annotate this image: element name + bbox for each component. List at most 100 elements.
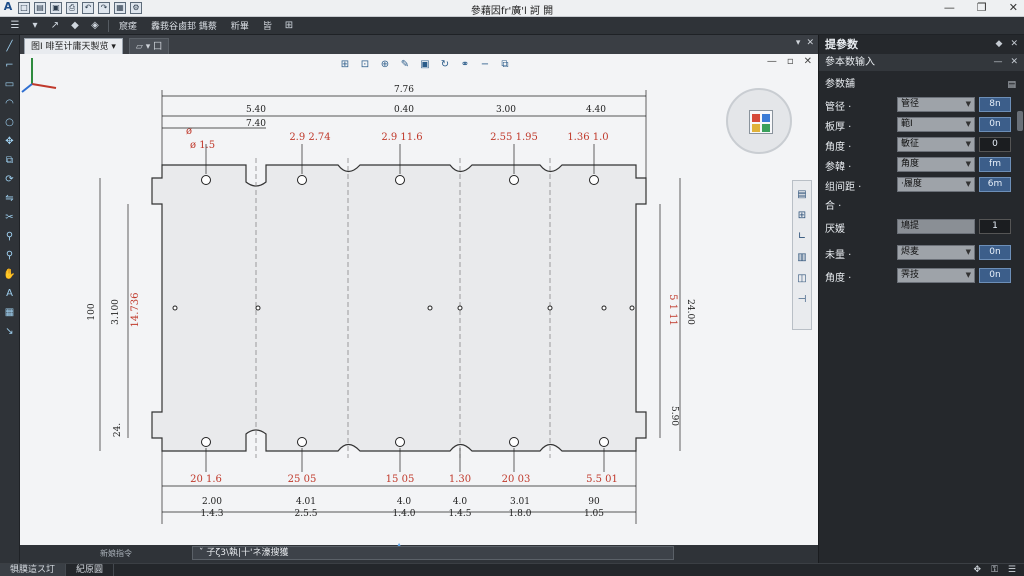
param-row: 管径 · 管径▼ 8n bbox=[819, 95, 1024, 115]
command-line-input[interactable]: ˇ 子ζ3\執|十'ネ濠搜獲 bbox=[192, 546, 674, 560]
table-tool-icon[interactable]: ▦ bbox=[4, 307, 15, 318]
arc-tool-icon[interactable]: ◠ bbox=[5, 98, 14, 109]
param-select[interactable]: 敏征▼ bbox=[897, 137, 975, 152]
drawing-canvas[interactable]: 7.76 5.40 0.40 3.00 4.40 7.40 ø ø 1.5 2.… bbox=[20, 54, 818, 545]
print-icon[interactable]: ⎙ bbox=[66, 2, 78, 14]
panel-scrollbar[interactable] bbox=[1017, 111, 1023, 131]
pan-view-icon[interactable]: ⊞ bbox=[340, 59, 350, 70]
nav-grid-icon[interactable]: ⊞ bbox=[797, 210, 807, 221]
layers-icon[interactable]: ▦ bbox=[114, 2, 126, 14]
maximize-icon[interactable]: ❐ bbox=[976, 1, 987, 14]
param-value[interactable]: fm bbox=[979, 157, 1011, 172]
nav-layers-icon[interactable]: ▥ bbox=[797, 252, 807, 263]
window-icon[interactable]: ⧉ bbox=[501, 59, 509, 70]
palette-icon[interactable]: ◆ bbox=[71, 19, 79, 31]
param-select[interactable]: 鳩提 bbox=[897, 219, 975, 234]
param-value[interactable]: 0n bbox=[979, 117, 1011, 132]
view-cube[interactable] bbox=[726, 88, 792, 154]
panel-pin-icon[interactable]: ◆ bbox=[995, 39, 1003, 49]
rectangle-tool-icon[interactable]: ▭ bbox=[4, 79, 15, 90]
trim-tool-icon[interactable]: ✂ bbox=[5, 212, 14, 223]
measure-tool-icon[interactable]: ↘ bbox=[5, 326, 14, 337]
minimize-icon[interactable]: — bbox=[943, 1, 955, 14]
param-label: 角度 · bbox=[825, 142, 852, 153]
redo-icon[interactable]: ↷ bbox=[98, 2, 110, 14]
panel-sub-minimize-icon[interactable]: — bbox=[993, 57, 1003, 67]
status-menu-icon[interactable]: ☰ bbox=[1007, 565, 1016, 575]
param-select[interactable]: 管径▼ bbox=[897, 97, 975, 112]
panel-sub-close-icon[interactable]: ✕ bbox=[1010, 57, 1018, 67]
param-value[interactable]: 6m bbox=[979, 177, 1011, 192]
polyline-tool-icon[interactable]: ⌐ bbox=[5, 60, 14, 71]
toolbar-item-1[interactable]: 䆣瘥 bbox=[119, 22, 138, 32]
zoom-tool-icon[interactable]: ⚲ bbox=[5, 231, 14, 242]
param-select[interactable]: 霁技▼ bbox=[897, 268, 975, 283]
param-select[interactable]: ·履度▼ bbox=[897, 177, 975, 192]
nav-snap-icon[interactable]: ◫ bbox=[797, 273, 807, 284]
save-icon[interactable]: ▣ bbox=[50, 2, 62, 14]
view-cube-face[interactable] bbox=[749, 110, 773, 134]
tab-drawing[interactable]: 图I 啡至计庸天製览 ▾ bbox=[24, 38, 123, 54]
param-select[interactable]: 烬麦▼ bbox=[897, 245, 975, 260]
open-file-icon[interactable]: ▤ bbox=[34, 2, 46, 14]
line-tool-icon[interactable]: ╱ bbox=[6, 41, 13, 52]
param-value[interactable]: 0 bbox=[979, 137, 1011, 152]
toolbar-item-3[interactable]: 䉼畢 bbox=[230, 22, 249, 32]
param-value[interactable]: 8n bbox=[979, 97, 1011, 112]
status-tab-layout[interactable]: 紀原圓 bbox=[66, 563, 115, 576]
status-bar: 犋膜這ス圢 紀原圓 ✥ ⚿ ☰ bbox=[0, 563, 1024, 576]
select-icon[interactable]: ▣ bbox=[420, 59, 430, 70]
orbit-icon[interactable]: ↻ bbox=[440, 59, 450, 70]
zoom-extents-icon[interactable]: ⊡ bbox=[360, 59, 370, 70]
pan-tool-icon[interactable]: ✋ bbox=[3, 269, 16, 280]
circle-tool-icon[interactable]: ○ bbox=[5, 117, 14, 128]
window-controls: — ❐ ✕ bbox=[944, 1, 1018, 14]
link-icon[interactable]: ⚭ bbox=[460, 59, 470, 70]
properties-icon[interactable]: ◈ bbox=[91, 19, 99, 31]
param-value[interactable]: 1 bbox=[979, 219, 1011, 234]
settings-icon[interactable]: ⚙ bbox=[130, 2, 142, 14]
param-value[interactable]: 0n bbox=[979, 268, 1011, 283]
pencil-icon[interactable]: ✎ bbox=[400, 59, 410, 70]
toolbar-item-2[interactable]: 䆐莪谷鹵邽 鎷蔡 bbox=[151, 22, 217, 32]
nav-angle-icon[interactable]: ∟ bbox=[797, 231, 807, 242]
new-file-icon[interactable]: □ bbox=[18, 2, 30, 14]
zoom-in-icon[interactable]: ⊕ bbox=[380, 59, 390, 70]
dim-top-3: 3.00 bbox=[496, 105, 516, 115]
tab-close-icon[interactable]: ✕ bbox=[806, 38, 814, 48]
pointer-icon[interactable]: ↗ bbox=[50, 19, 60, 31]
menu-icon[interactable]: ☰ bbox=[10, 19, 20, 31]
text-tool-icon[interactable]: A bbox=[6, 288, 13, 299]
folder-icon[interactable]: ▾ bbox=[32, 19, 38, 31]
tab-new[interactable]: ▱ ▾ 囗 bbox=[128, 38, 170, 54]
nav-ortho-icon[interactable]: ⊣ bbox=[797, 294, 807, 305]
nav-properties-icon[interactable]: ▤ bbox=[797, 189, 807, 200]
pin-icon[interactable]: ▾ bbox=[795, 38, 801, 48]
close-icon[interactable]: ✕ bbox=[1008, 1, 1018, 14]
viewport-restore-icon[interactable]: ▫ bbox=[786, 56, 794, 67]
dim-sub-top: 7.40 bbox=[246, 119, 266, 129]
mirror-tool-icon[interactable]: ⇋ bbox=[5, 193, 14, 204]
param-select[interactable]: 範I▼ bbox=[897, 117, 975, 132]
viewport-minimize-icon[interactable]: — bbox=[766, 56, 777, 67]
status-tab-model[interactable]: 犋膜這ス圢 bbox=[0, 563, 67, 576]
section-options-icon[interactable]: ▤ bbox=[1007, 80, 1016, 90]
app-logo-icon[interactable]: A bbox=[3, 0, 13, 13]
copy-tool-icon[interactable]: ⧉ bbox=[5, 155, 14, 166]
status-lock-icon[interactable]: ⚿ bbox=[991, 565, 998, 575]
grid-icon[interactable]: ⊞ bbox=[284, 19, 294, 31]
zoom-window-icon[interactable]: ⚲ bbox=[5, 250, 14, 261]
rotate-tool-icon[interactable]: ⟳ bbox=[5, 174, 14, 185]
panel-close-icon[interactable]: ✕ bbox=[1010, 39, 1018, 49]
status-settings-icon[interactable]: ✥ bbox=[973, 565, 982, 575]
toolbar-item-4[interactable]: 皆 bbox=[262, 22, 272, 32]
dim-bottom2-5: 1.8.0 bbox=[509, 509, 532, 519]
viewport-close-icon[interactable]: ✕ bbox=[803, 56, 812, 67]
navigation-bar: ▤ ⊞ ∟ ▥ ◫ ⊣ bbox=[792, 180, 812, 330]
param-select[interactable]: 角度▼ bbox=[897, 157, 975, 172]
move-tool-icon[interactable]: ✥ bbox=[5, 136, 14, 147]
minus-icon[interactable]: − bbox=[480, 59, 490, 70]
param-value[interactable]: 0n bbox=[979, 245, 1011, 260]
undo-icon[interactable]: ↶ bbox=[82, 2, 94, 14]
red-dim-bottom-3: 15 05 bbox=[386, 474, 415, 485]
